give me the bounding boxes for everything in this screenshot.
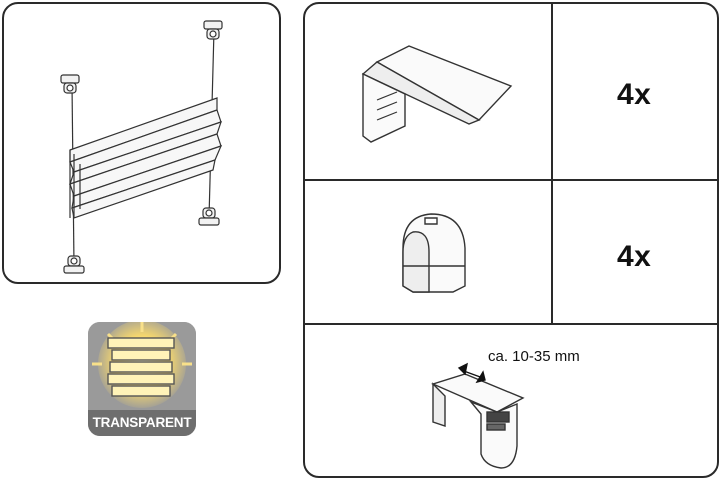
sun-blind-icon bbox=[88, 322, 196, 412]
end-cap-icon bbox=[402, 213, 466, 293]
bottom-clip-left-icon bbox=[63, 255, 85, 274]
pleated-blind-illustration bbox=[60, 20, 223, 274]
top-clip-left-icon bbox=[60, 74, 80, 94]
blind-fabric bbox=[69, 97, 223, 219]
part-2-quantity: 4x bbox=[617, 240, 652, 273]
bottom-clip-right-icon bbox=[198, 207, 220, 226]
clamp-bracket-icon bbox=[431, 362, 525, 469]
blind-illustration-panel bbox=[2, 2, 281, 284]
transparent-badge: TRANSPARENT bbox=[88, 322, 196, 436]
divider-vertical bbox=[551, 4, 553, 324]
parts-panel: 4x 4x ca. 10-35 mm bbox=[303, 2, 719, 478]
part-1-quantity: 4x bbox=[617, 78, 652, 111]
divider-row-1 bbox=[305, 179, 717, 181]
clamp-size-range: ca. 10-35 mm bbox=[488, 348, 580, 365]
divider-row-2 bbox=[305, 323, 717, 325]
mounting-bracket-icon bbox=[361, 45, 513, 143]
badge-label: TRANSPARENT bbox=[88, 410, 196, 436]
top-clip-right-icon bbox=[203, 20, 223, 40]
